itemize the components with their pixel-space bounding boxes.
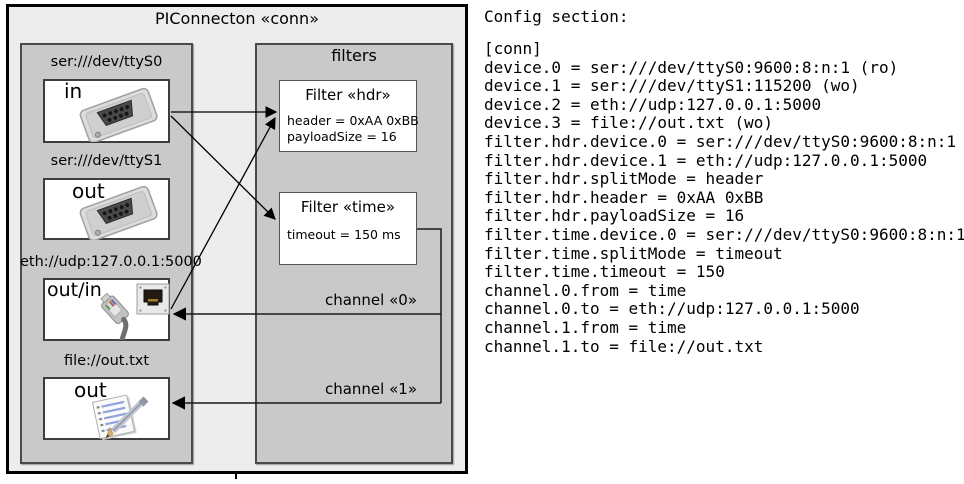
device-label-ttyS1: ser:///dev/ttyS1 [50, 153, 163, 169]
channel-1-label: channel «1» [324, 380, 417, 398]
bottom-border-notch [235, 474, 237, 479]
device-label-ttyS0: ser:///dev/ttyS0 [50, 54, 163, 70]
serial-connector-icon [79, 87, 158, 142]
device-label-eth: eth://udp:127.0.0.1:5000 [20, 254, 202, 270]
filters-panel-title: filters [331, 46, 377, 65]
ethernet-icon [100, 283, 170, 340]
device-label-file: file://out.txt [63, 353, 150, 369]
serial-connector-icon [79, 185, 158, 240]
filter-hdr-title: Filter «hdr» [305, 86, 391, 104]
config-section-heading: Config section: [484, 7, 629, 26]
component-title: PIConnecton «conn» [155, 9, 319, 28]
device-box-ttyS0: in [43, 79, 170, 143]
filter-hdr-box: Filter «hdr» header = 0xAA 0xBB payloadS… [279, 80, 419, 152]
device-direction: out/in [47, 279, 102, 301]
note-pencil-icon [91, 394, 149, 441]
filter-time-box: Filter «time» timeout = 150 ms [279, 192, 417, 265]
device-box-file: out [43, 377, 170, 441]
device-box-ttyS1: out [43, 178, 170, 240]
device-direction: in [64, 79, 83, 103]
channel-0-label: channel «0» [324, 291, 417, 309]
device-box-eth: out/in [43, 278, 170, 341]
filter-hdr-prop-payload: payloadSize = 16 [287, 129, 397, 144]
device-direction: out [72, 179, 105, 203]
config-text: [conn] device.0 = ser:///dev/ttyS0:9600:… [484, 39, 964, 356]
filter-hdr-prop-header: header = 0xAA 0xBB [287, 113, 419, 128]
filter-time-title: Filter «time» [300, 198, 396, 216]
filter-time-prop-timeout: timeout = 150 ms [287, 227, 401, 242]
device-direction: out [74, 378, 107, 402]
